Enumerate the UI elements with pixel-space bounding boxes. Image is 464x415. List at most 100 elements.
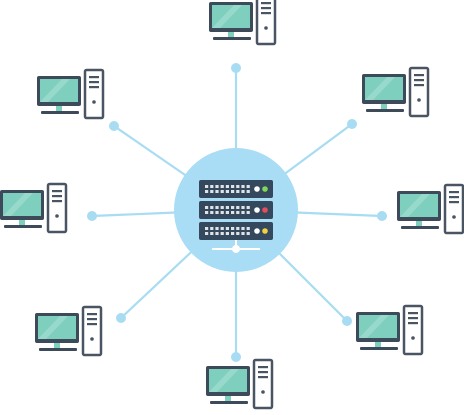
desktop-computer-icon [397,183,464,235]
server-vent-slot [205,232,209,235]
link-line-right [294,211,384,218]
desktop-computer-icon [362,66,430,118]
tower-drive-bay [258,376,268,379]
monitor-base [4,225,42,228]
links-layer [87,63,387,362]
link-endpoint-dot-top-left [109,121,119,131]
server-vent-slot [241,206,245,209]
monitor-base [213,37,251,40]
link-line-left [90,211,178,218]
link-line-bottom-left [119,249,194,320]
tower-power-button [417,98,421,102]
monitor-neck [225,396,231,401]
server-vent-slot [225,185,229,188]
tower-power-button [92,100,96,104]
server-unit-3 [199,222,273,240]
monitor-glare [365,77,395,100]
server-vent-slot [210,190,214,193]
desktop-computer-icon [35,305,103,357]
monitor-neck [228,32,234,37]
link-endpoint-dot-left [87,211,97,221]
tower-power-button [411,336,415,340]
hub-connector-node [232,245,240,253]
tower-drive-bay [408,322,418,325]
server-vent-slot [241,227,245,230]
server-unit-1 [199,180,273,198]
monitor-glare [40,79,70,102]
monitor-neck [381,104,387,109]
tower-drive-bay [449,196,459,199]
link-line-top-left [112,124,188,178]
server-vent-slot [236,232,240,235]
server-vent-slot [225,227,229,230]
tower-case [255,0,277,46]
server-status-light [262,207,268,213]
tower-drive-bay [258,366,268,369]
server-vent-slot [215,232,219,235]
monitor-neck [416,221,422,226]
server-vent-slot [236,206,240,209]
tower-drive-bay [414,74,424,77]
server-vent-slot [231,206,235,209]
server-vent-slot [231,232,235,235]
link-endpoint-dot-bottom [231,352,241,362]
server-vent-slot [215,190,219,193]
server-vent-slot [215,211,219,214]
tower-drive-bay [408,312,418,315]
desktop-computer-icon [356,304,424,356]
monitor-glare [3,193,33,216]
tower-drive-bay [89,76,99,79]
server-unit-body [199,222,273,240]
server-status-light-white [254,186,260,192]
server-vent-slot [205,206,209,209]
link-endpoint-dot-right [377,211,387,221]
server-vent-slot [210,185,214,188]
server-unit-2 [199,201,273,219]
monitor-base [210,401,248,404]
tower-power-button [261,390,265,394]
monitor-neck [19,220,25,225]
server-vent-slot [205,211,209,214]
server-unit-body [199,180,273,198]
tower-drive-bay [87,323,97,326]
server-vent-slot [205,190,209,193]
tower-power-button [452,215,456,219]
server-status-light-white [254,207,260,213]
tower-drive-bay [89,81,99,84]
tower-drive-bay [261,2,271,5]
server-vent-slot [231,211,235,214]
server-vent-slot [225,211,229,214]
server-vent-slot [241,232,245,235]
server-status-light [262,228,268,234]
tower-drive-bay [261,12,271,15]
server-vent-slot [210,211,214,214]
server-vent-slot [220,211,224,214]
server-vent-slot [225,232,229,235]
server-vent-slot [215,185,219,188]
server-vent-slot [246,190,250,193]
server-vent-slot [215,206,219,209]
desktop-computer-icon [206,358,274,410]
monitor-glare [212,5,242,28]
tower-drive-bay [89,86,99,89]
server-status-light [262,186,268,192]
server-vent-slot [236,227,240,230]
link-endpoint-dot-bottom-right [342,316,352,326]
server-vent-slot [210,232,214,235]
tower-power-button [264,26,268,30]
server-vent-slot [225,206,229,209]
tower-power-button [90,337,94,341]
server-vent-slot [246,211,250,214]
server-vent-slot [205,227,209,230]
server-vent-slot [231,190,235,193]
desktop-computer-icon [0,182,68,234]
tower-drive-bay [449,201,459,204]
monitor-glare [38,316,68,339]
tower-drive-bay [414,84,424,87]
link-endpoint-dot-top [231,63,241,73]
monitor-neck [375,342,381,347]
server-vent-slot [231,185,235,188]
tower-drive-bay [87,318,97,321]
tower-drive-bay [87,313,97,316]
server-vent-slot [241,190,245,193]
